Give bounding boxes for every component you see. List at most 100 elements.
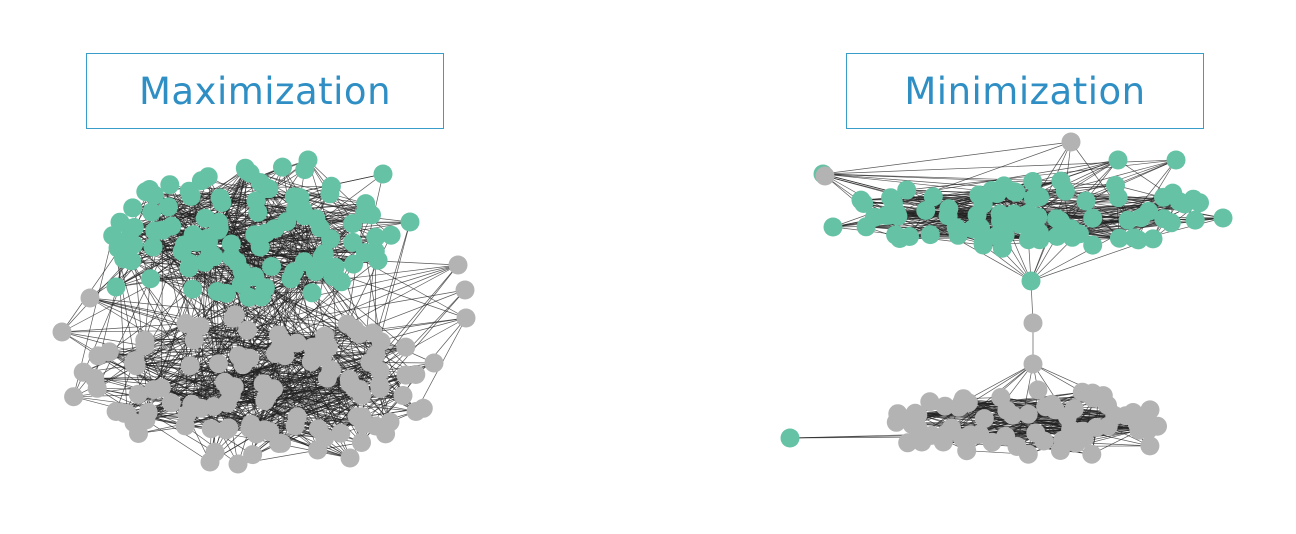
green-node [1109, 228, 1129, 248]
gray-node [321, 361, 341, 380]
gray-node [219, 378, 238, 398]
green-node [251, 173, 270, 193]
green-node [1143, 229, 1163, 249]
green-node [227, 252, 247, 272]
gray-node [128, 384, 148, 404]
green-node [122, 251, 141, 271]
green-node [1030, 230, 1050, 250]
gray-node [1061, 132, 1081, 152]
graph-edge [822, 141, 1072, 175]
green-node [110, 212, 130, 232]
gray-node [258, 385, 278, 405]
gray-node [201, 419, 221, 439]
green-node [321, 176, 341, 196]
max-nodes [52, 150, 476, 474]
graph-edge [1059, 159, 1119, 222]
gray-node [136, 410, 156, 430]
minimization-panel: Minimization [648, 0, 1296, 534]
green-node [1139, 201, 1159, 221]
green-node [887, 203, 907, 223]
graph-edge [205, 203, 366, 219]
green-node [1175, 194, 1195, 214]
gray-node [308, 440, 328, 460]
gray-node [73, 362, 93, 382]
green-node [381, 225, 401, 245]
graph-edge [153, 356, 323, 390]
green-node [343, 232, 363, 252]
green-node [1108, 188, 1128, 208]
gray-node [1140, 400, 1160, 420]
green-node [262, 257, 282, 276]
gray-node [974, 409, 994, 429]
graph-edge [201, 180, 366, 204]
green-node [302, 283, 322, 303]
green-node [106, 277, 126, 297]
green-node [823, 217, 843, 237]
green-node [973, 235, 993, 255]
minimization-title: Minimization [846, 53, 1204, 129]
gray-node [1140, 436, 1160, 456]
green-node [897, 180, 917, 200]
gray-node [370, 361, 390, 381]
green-node [331, 272, 351, 292]
gray-node [396, 337, 416, 357]
gray-node [272, 433, 292, 453]
gray-node [184, 330, 204, 350]
green-node [273, 157, 292, 177]
gray-node [1134, 418, 1154, 438]
green-node [780, 428, 800, 448]
gray-node [135, 336, 155, 356]
gray-node [331, 423, 351, 443]
gray-node [64, 387, 84, 407]
graph-edge [189, 190, 303, 211]
green-node [306, 209, 326, 229]
gray-node [958, 393, 978, 413]
green-node [362, 205, 381, 225]
gray-node [161, 393, 181, 413]
green-node [314, 244, 334, 263]
gray-node [216, 420, 236, 440]
graph-edge [299, 197, 353, 224]
green-node [920, 225, 940, 245]
graph-edge [282, 281, 342, 343]
gray-node [1026, 423, 1046, 443]
green-node [142, 202, 162, 222]
green-node [153, 220, 173, 240]
green-node [344, 254, 363, 274]
gray-node [888, 404, 908, 424]
gray-node [319, 337, 338, 357]
minimization-network-graph [780, 132, 1233, 464]
gray-node [106, 402, 126, 421]
green-node [366, 227, 386, 247]
green-node [108, 238, 128, 258]
green-node [1154, 209, 1174, 229]
green-node [216, 283, 236, 303]
gray-node [238, 320, 258, 340]
green-node [1163, 183, 1183, 203]
gray-node [80, 288, 100, 308]
graph-edge [1016, 363, 1034, 447]
graph-edge [250, 395, 404, 425]
green-node [916, 201, 936, 220]
gray-node [352, 433, 371, 452]
gray-node [246, 424, 266, 444]
green-node [991, 211, 1010, 231]
green-node [373, 164, 393, 184]
graph-edge [226, 233, 266, 404]
gray-node [200, 452, 220, 472]
gray-node [340, 373, 360, 393]
graph-edge [217, 291, 219, 364]
gray-node [952, 428, 972, 448]
gray-node [380, 412, 400, 432]
gray-node [340, 448, 360, 468]
green-node [939, 199, 959, 219]
gray-node [1086, 418, 1106, 437]
graph-edge [188, 267, 313, 348]
graph-edge [1039, 159, 1119, 198]
graph-edge [61, 323, 187, 333]
gray-node [1028, 380, 1048, 400]
green-node [256, 223, 276, 243]
green-node [143, 237, 163, 257]
graph-edge [149, 185, 332, 190]
graph-edge [822, 173, 931, 235]
